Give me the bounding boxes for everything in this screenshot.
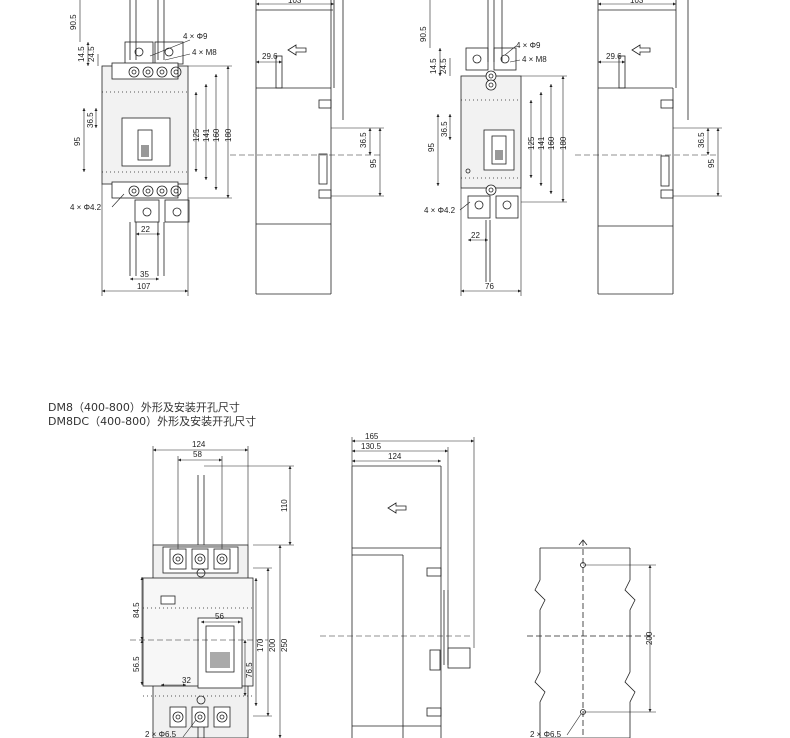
dim-label: 2 × Φ6.5: [145, 730, 177, 738]
dim-label: 124: [388, 452, 402, 461]
dim-label: 103: [288, 0, 302, 5]
dim-label: 24.5: [439, 58, 448, 74]
dim-label: 165: [365, 432, 379, 441]
front-view-c: [429, 0, 567, 296]
side-view-b: [230, 0, 384, 295]
dim-label: 4 × M8: [192, 48, 217, 57]
caption-dm8dc: DM8DC（400-800）外形及安装开孔尺寸: [48, 415, 257, 428]
dim-label: 2 × Φ6.5: [530, 730, 562, 738]
dim-label: 22: [471, 231, 480, 240]
dim-label: 250: [280, 638, 289, 652]
cutout-view-g-labels: 200 2 × Φ6.5: [530, 631, 654, 738]
dim-label: 24.5: [87, 46, 96, 62]
front-view-a-labels: 90.5 14.5 24.5 4 × Φ9 4 × M8 36.5 95 125…: [69, 14, 233, 291]
dim-label: 95: [707, 159, 716, 168]
dim-label: 36.5: [359, 132, 368, 148]
dim-label: 95: [73, 137, 82, 146]
dim-label: 32: [182, 676, 191, 685]
dim-label: 76: [485, 282, 494, 291]
front-view-a: [79, 0, 232, 296]
dim-label: 14.5: [77, 46, 86, 62]
dim-label: 36.5: [697, 132, 706, 148]
dim-label: 76.5: [245, 662, 254, 678]
dim-label: 180: [559, 136, 568, 150]
side-view-f: [320, 437, 475, 738]
dim-label: 110: [280, 499, 289, 512]
dim-label: 36.5: [440, 121, 449, 137]
dim-label: 56: [215, 612, 224, 621]
dim-label: 56.5: [132, 656, 141, 672]
dim-label: 14.5: [429, 58, 438, 74]
dim-label: 170: [256, 638, 265, 652]
dim-label: 160: [212, 128, 221, 142]
dim-label: 4 × Φ9: [183, 32, 208, 41]
dim-label: 36.5: [86, 112, 95, 128]
cutout-view-g: [527, 539, 656, 738]
dim-label: 22: [141, 225, 150, 234]
dim-label: 4 × Φ4.2: [70, 203, 102, 212]
dim-label: 107: [137, 282, 151, 291]
dim-label: 29.6: [606, 52, 622, 61]
side-view-d: [575, 0, 722, 295]
side-view-d-labels: 103 29.6 36.5 95: [606, 0, 716, 168]
front-view-e: [130, 446, 294, 738]
dim-label: 200: [268, 638, 277, 652]
side-view-f-labels: 165 130.5 124: [361, 432, 402, 461]
dim-label: 58: [193, 450, 202, 459]
side-view-b-labels: 103 29.6 36.5 95: [262, 0, 378, 168]
dim-label: 124: [192, 440, 206, 449]
front-view-c-labels: 90.5 14.5 24.5 4 × Φ9 4 × M8 36.5 95 125…: [419, 26, 568, 291]
dim-label: 4 × Φ4.2: [424, 206, 456, 215]
dim-label: 141: [202, 128, 211, 142]
dim-label: 90.5: [69, 14, 78, 30]
dim-label: 130.5: [361, 442, 382, 451]
dim-label: 160: [547, 136, 556, 150]
dim-label: 141: [537, 136, 546, 150]
dim-label: 103: [630, 0, 644, 5]
dim-label: 90.5: [419, 26, 428, 42]
dim-label: 4 × M8: [522, 55, 547, 64]
dim-label: 200: [645, 631, 654, 645]
caption-dm8: DM8（400-800）外形及安装开孔尺寸: [48, 401, 240, 414]
dim-label: 4 × Φ9: [516, 41, 541, 50]
dim-label: 29.6: [262, 52, 278, 61]
dim-label: 95: [427, 143, 436, 152]
dim-label: 125: [192, 128, 201, 142]
dim-label: 35: [140, 270, 149, 279]
dim-label: 95: [369, 159, 378, 168]
dim-label: 125: [527, 136, 536, 150]
front-view-e-labels: 124 58 110 84.5 56.5 56 32 76.5 170 200 …: [132, 440, 289, 738]
dim-label: 180: [224, 128, 233, 142]
dim-label: 84.5: [132, 602, 141, 618]
